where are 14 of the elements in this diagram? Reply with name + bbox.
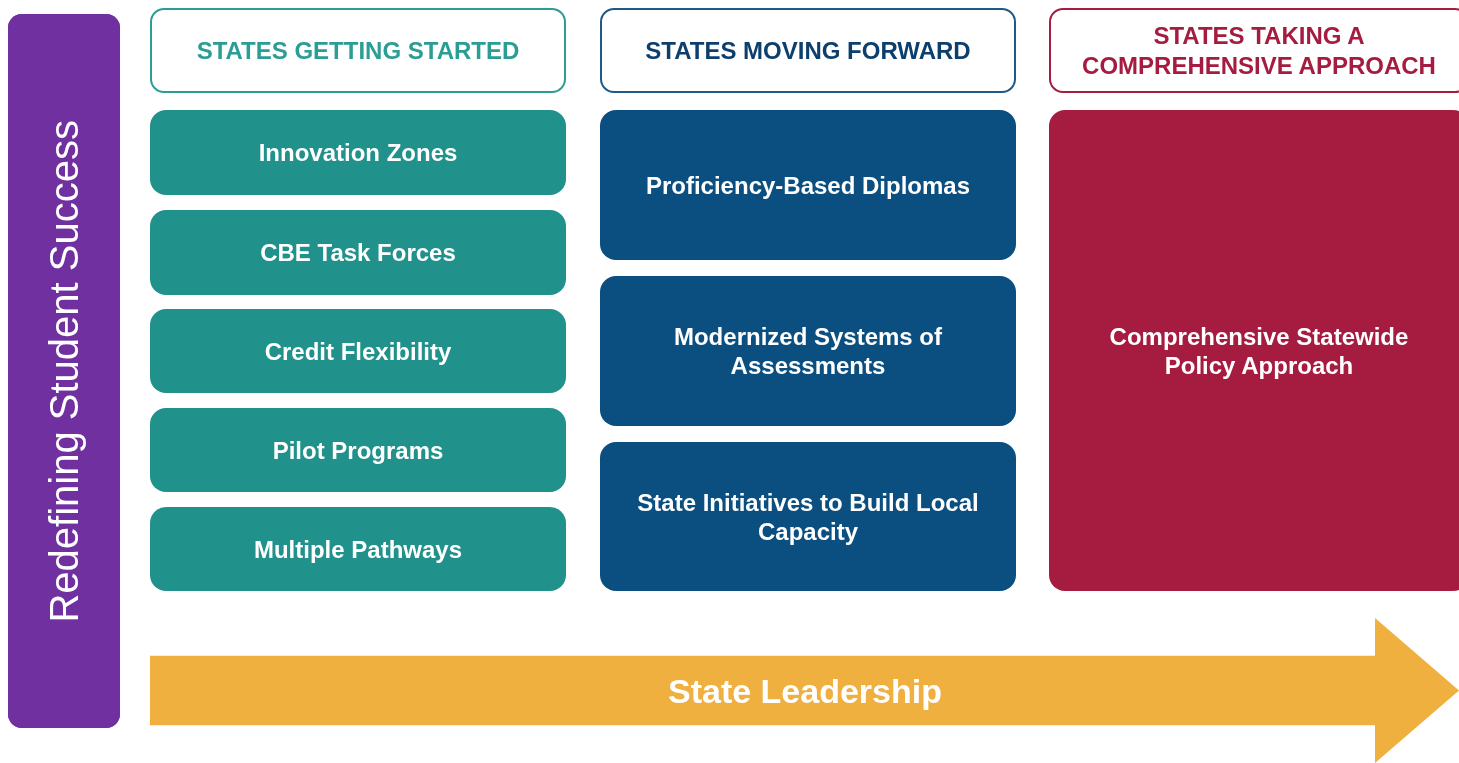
column-header: STATES MOVING FORWARD <box>600 8 1016 93</box>
category-box: CBE Task Forces <box>150 210 566 295</box>
category-box: Comprehensive Statewide Policy Approach <box>1049 110 1459 591</box>
banner-text: Redefining Student Success <box>41 119 87 623</box>
category-box: Modernized Systems of Assessments <box>600 276 1016 426</box>
column-header: STATES GETTING STARTED <box>150 8 566 93</box>
category-box: Innovation Zones <box>150 110 566 195</box>
category-box: State Initiatives to Build Local Capacity <box>600 442 1016 591</box>
category-box: Multiple Pathways <box>150 507 566 591</box>
category-box: Credit Flexibility <box>150 309 566 393</box>
category-box: Pilot Programs <box>150 408 566 492</box>
column-header: STATES TAKING A COMPREHENSIVE APPROACH <box>1049 8 1459 93</box>
category-box: Proficiency-Based Diplomas <box>600 110 1016 260</box>
arrow-label: State Leadership <box>667 670 943 712</box>
